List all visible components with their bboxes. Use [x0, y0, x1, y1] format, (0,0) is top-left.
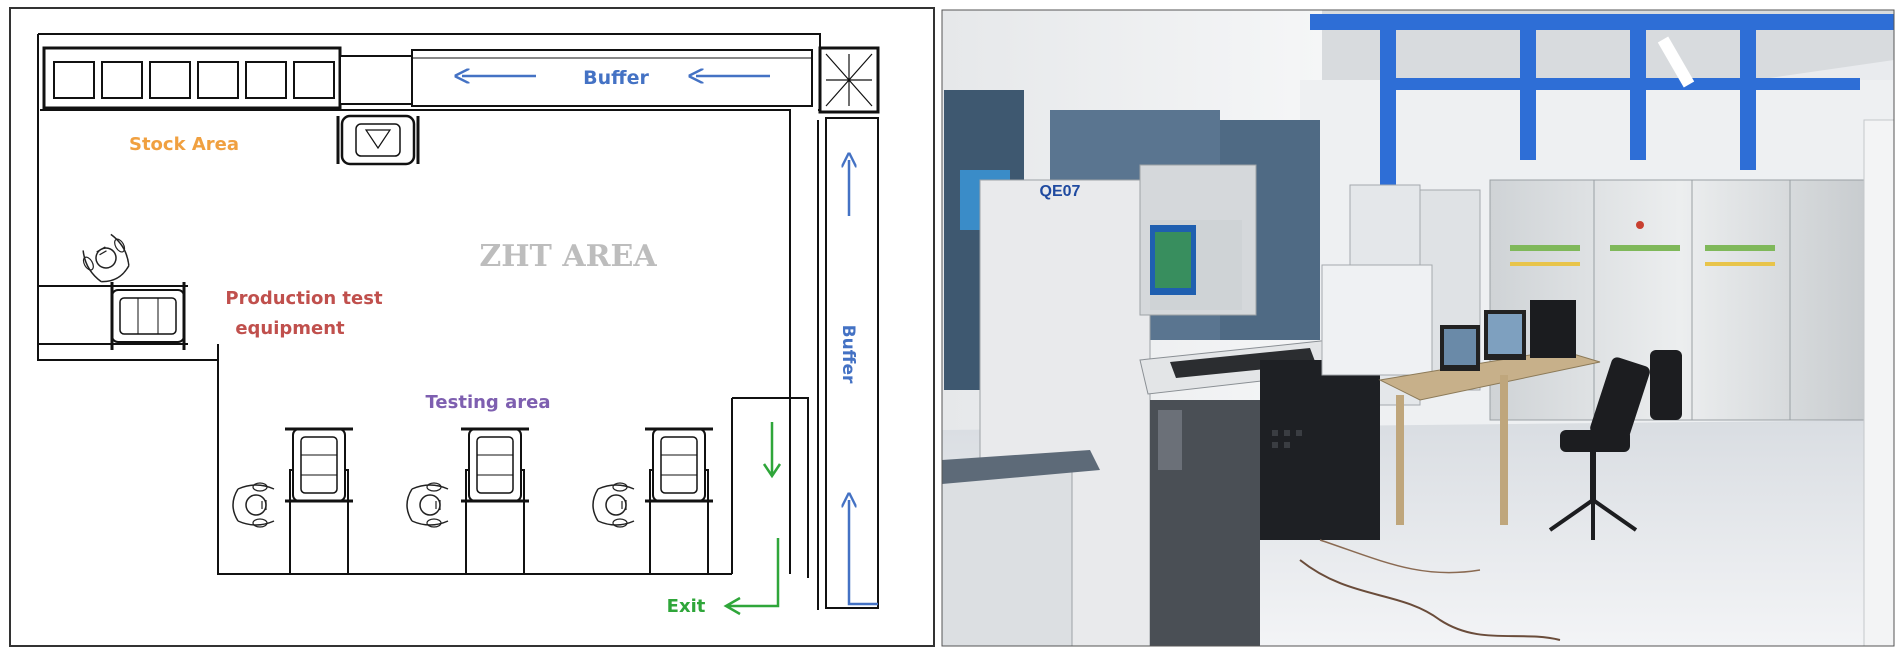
production-test-equipment-icon: [110, 280, 186, 352]
workbench: [1378, 300, 1601, 525]
white-enclosure: [1321, 264, 1433, 376]
buffer-top-label: Buffer: [583, 67, 649, 89]
right-buffer-conveyor: [825, 117, 879, 609]
floor-cables: [1299, 559, 1561, 641]
testing-station-3: [592, 427, 715, 575]
stock-area-label: Stock Area: [129, 134, 239, 155]
zht-area-title: ZHT AREA: [479, 239, 657, 274]
buffer-flow-arrows: [462, 76, 878, 606]
exit-label: Exit: [667, 596, 706, 617]
top-buffer-conveyor: [42, 46, 880, 114]
cabinet-label: QE07: [1040, 183, 1081, 200]
side-counter: [942, 469, 1073, 646]
production-test-label-line1: Production test: [225, 288, 383, 309]
buffer-right-label: Buffer: [838, 325, 858, 384]
arrow-exit-icon: [723, 538, 780, 616]
testing-station-2: [406, 427, 531, 575]
exit-flow-arrows: [723, 422, 782, 616]
office-chairs: [1548, 350, 1682, 540]
testing-area-label: Testing area: [426, 392, 551, 413]
blue-ducts: [1310, 14, 1894, 190]
floor-plan: ZHT AREA Buffer Buffer Stock Area Produc…: [9, 7, 935, 647]
testing-station-1: [232, 427, 355, 575]
stock-robot: [336, 114, 420, 166]
black-cabinet: [1260, 360, 1380, 540]
lab-photo: QE07: [941, 9, 1895, 647]
arrow-down-icon: [762, 422, 782, 479]
arrow-up-icon: [849, 500, 878, 606]
production-test-label-line2: equipment: [235, 318, 345, 339]
